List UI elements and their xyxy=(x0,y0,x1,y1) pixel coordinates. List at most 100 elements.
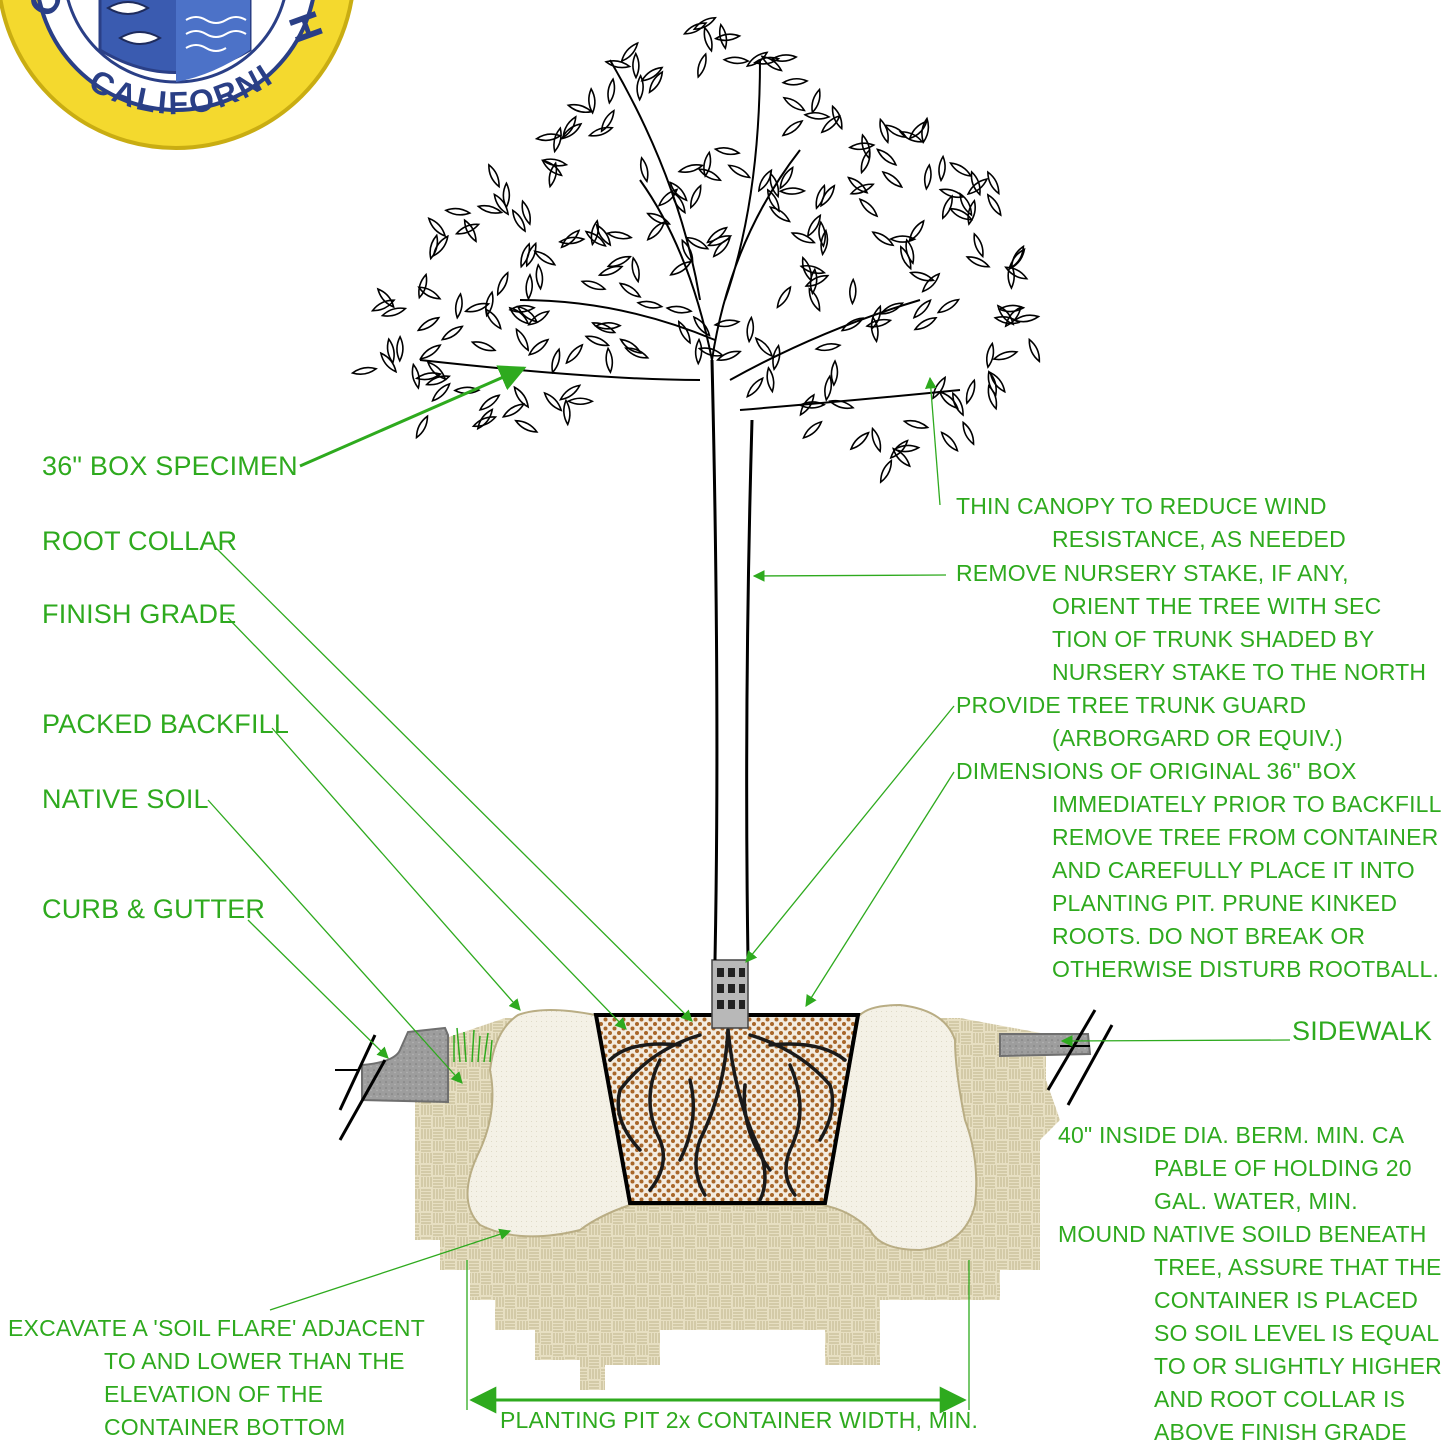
leaf xyxy=(584,335,611,347)
leaf xyxy=(618,282,642,298)
leaf xyxy=(949,162,973,177)
leaf xyxy=(471,416,498,428)
leaf xyxy=(607,77,616,105)
leaf xyxy=(677,320,691,345)
leaf xyxy=(703,150,712,178)
leaf xyxy=(669,181,688,202)
tree-canopy xyxy=(350,16,1041,484)
leaf xyxy=(1013,314,1041,323)
leaf xyxy=(411,362,421,390)
leaf xyxy=(639,156,649,184)
leaf xyxy=(431,382,451,403)
leaf xyxy=(508,304,536,313)
note-line: RESISTANCE, AS NEEDED xyxy=(1052,526,1346,552)
leaf xyxy=(779,166,794,190)
leaf xyxy=(753,56,781,65)
leaf xyxy=(636,300,664,309)
note-line: SO SOIL LEVEL IS EQUAL xyxy=(1154,1320,1440,1346)
leaf xyxy=(681,238,694,264)
note-line: REMOVE TREE FROM CONTAINER xyxy=(1052,824,1439,850)
leaf xyxy=(828,399,855,410)
note-line: TREE, ASSURE THAT THE xyxy=(1154,1254,1442,1280)
leaf xyxy=(905,238,915,265)
leaf xyxy=(605,346,614,375)
label-box-specimen: 36" BOX SPECIMEN xyxy=(42,451,298,481)
leaf xyxy=(560,122,583,140)
leaf xyxy=(840,317,865,332)
leaf xyxy=(632,51,640,80)
leaf xyxy=(559,384,582,401)
leaf xyxy=(790,232,816,244)
leaf xyxy=(502,181,511,210)
leaf xyxy=(754,336,774,358)
leaf xyxy=(501,403,526,418)
leaf xyxy=(551,347,561,375)
leaf xyxy=(959,192,973,217)
leaf xyxy=(548,161,558,189)
leaf xyxy=(870,304,882,331)
leaf xyxy=(513,385,530,409)
leaf xyxy=(908,219,925,242)
leaf xyxy=(879,302,905,315)
label-root-collar: ROOT COLLAR xyxy=(42,526,238,556)
leaf xyxy=(727,164,752,179)
leaf xyxy=(440,325,464,341)
grass-tuft xyxy=(453,1027,493,1063)
note-line: CONTAINER BOTTOM xyxy=(104,1414,346,1440)
note-line: MOUND NATIVE SOILD BENEATH xyxy=(1058,1221,1427,1247)
leaf xyxy=(485,290,494,318)
leaf xyxy=(966,177,989,196)
leaf xyxy=(768,206,791,223)
leaf xyxy=(587,126,614,137)
leaf xyxy=(590,219,600,247)
leaf xyxy=(584,230,607,247)
leaf xyxy=(831,104,843,131)
leaf xyxy=(379,351,398,374)
leaf xyxy=(986,341,995,369)
leaf xyxy=(488,163,500,189)
leaf xyxy=(533,250,557,266)
leaf xyxy=(429,233,439,261)
leaf xyxy=(566,103,594,114)
leaf xyxy=(908,120,928,140)
leaf xyxy=(781,77,809,86)
leaf xyxy=(941,194,953,220)
leaf xyxy=(861,133,871,160)
leaf xyxy=(624,347,650,359)
leaf xyxy=(965,378,976,405)
leaf xyxy=(912,298,932,319)
leaf xyxy=(770,54,798,62)
leaf xyxy=(848,142,876,151)
note-line: PLANTING PIT. PRUNE KINKED xyxy=(1052,890,1398,916)
leaf xyxy=(936,298,961,314)
leaf xyxy=(801,255,813,282)
leaf xyxy=(692,315,711,337)
leaf xyxy=(520,242,531,269)
leaf xyxy=(604,59,632,69)
note-line: PABLE OF HOLDING 20 xyxy=(1154,1155,1412,1181)
leaf xyxy=(665,305,693,314)
leaf xyxy=(380,307,408,317)
leaf xyxy=(938,154,946,183)
leaf xyxy=(669,260,693,276)
leaf xyxy=(824,374,833,402)
leaf xyxy=(425,375,451,386)
leaf xyxy=(1004,266,1029,280)
leaf xyxy=(876,148,898,166)
leaf xyxy=(565,343,584,365)
leaf xyxy=(781,119,804,137)
leaf xyxy=(694,337,703,366)
leaf xyxy=(511,208,526,233)
leaf xyxy=(376,287,395,309)
leaf xyxy=(989,371,1006,394)
leaf xyxy=(515,327,530,352)
note-line: GAL. WATER, MIN. xyxy=(1154,1188,1358,1214)
leaf xyxy=(992,350,1019,361)
leaf xyxy=(973,232,984,259)
leaf xyxy=(620,41,639,63)
leaf xyxy=(478,394,501,411)
leaf xyxy=(697,52,707,79)
leaf xyxy=(527,338,550,356)
note-line: (ARBORGARD OR EQUIV.) xyxy=(1052,725,1343,751)
